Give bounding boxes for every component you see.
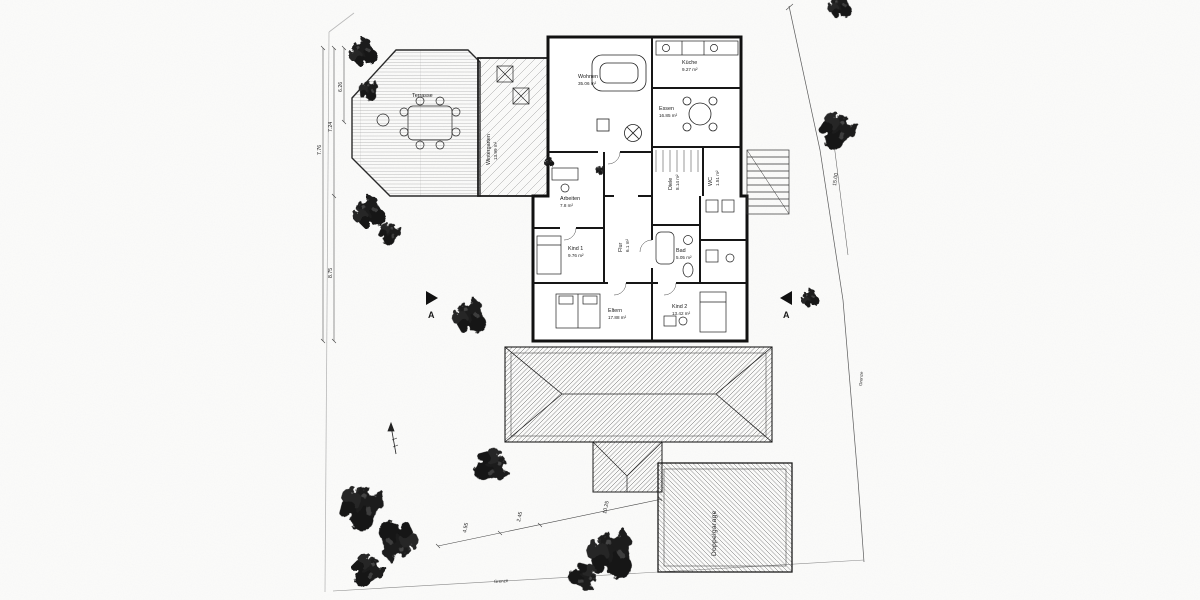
dim-bottom-2: 2.45 xyxy=(516,511,524,522)
room-label-flur: Flur xyxy=(618,243,624,252)
room-area-flur: 6.1 m² xyxy=(625,239,630,252)
paper-edge xyxy=(324,12,355,593)
hall-stair xyxy=(655,150,699,172)
section-label-left: A xyxy=(428,310,435,320)
dim-left-upper: 7.24 xyxy=(328,122,334,132)
winter-garden: Wintergarten 13.99 m² xyxy=(477,57,549,197)
dimension-chains-left xyxy=(320,45,347,344)
room-label-wintergarten: Wintergarten xyxy=(486,134,492,165)
house-floor-plan xyxy=(531,35,749,343)
room-label-kind1: Kind 1 xyxy=(568,246,583,252)
parents-furniture xyxy=(555,293,601,329)
door-arcs xyxy=(563,151,677,296)
dim-bottom-3: 10.25 xyxy=(602,500,611,514)
room-label-essen: Essen xyxy=(659,106,674,112)
room-area-diele: 8.14 m² xyxy=(675,174,680,190)
garage: Doppelgarage xyxy=(657,462,793,573)
section-marker-left: A xyxy=(426,291,438,320)
room-area-arbeiten: 7.8 m² xyxy=(560,203,573,208)
study-furniture xyxy=(551,167,579,193)
dim-bottom-1: 4.55 xyxy=(462,522,470,533)
grenze-label-bottom: Grenze xyxy=(494,578,509,584)
room-label-eltern: Eltern xyxy=(608,308,622,314)
room-area-eltern: 17.88 m² xyxy=(608,315,627,320)
utility-fixtures xyxy=(705,199,735,263)
room-area-wc: 1.51 m² xyxy=(715,170,720,186)
dim-left-outer: 7.76 xyxy=(317,145,323,155)
garage-label: Doppelgarage xyxy=(711,510,718,556)
interior-walls xyxy=(533,37,747,341)
room-area-essen: 16.85 m² xyxy=(659,113,678,118)
external-stair xyxy=(746,149,790,215)
dining-table xyxy=(682,96,718,132)
terrace-table xyxy=(376,96,461,150)
living-furniture xyxy=(591,54,647,142)
room-area-wintergarten: 13.99 m² xyxy=(493,141,498,160)
room-area-bad: 5.05 m² xyxy=(676,255,692,260)
room-labels: Wohnen 35.06 m² Küche 9.27 m² Essen 16.8… xyxy=(560,60,720,320)
room-area-wohnen: 35.06 m² xyxy=(578,81,597,86)
room-label-terrasse: Terrasse xyxy=(412,93,433,99)
section-label-right: A xyxy=(783,310,790,320)
room-area-kind1: 9.76 m² xyxy=(568,253,584,258)
kind2-furniture xyxy=(663,291,727,333)
section-marker-right: A xyxy=(780,291,792,320)
dim-left-lower: 8.75 xyxy=(328,268,334,278)
roof-plan xyxy=(504,346,773,443)
room-label-diele: Diele xyxy=(668,178,674,190)
room-label-wc: WC xyxy=(708,177,714,186)
kind1-furniture xyxy=(536,235,562,275)
exterior-walls xyxy=(531,35,749,343)
north-arrow-icon xyxy=(387,421,399,455)
room-label-wohnen: Wohnen xyxy=(578,74,598,80)
dimension-chain-bottom xyxy=(435,496,663,549)
room-area-kind2: 13.42 m² xyxy=(672,311,691,316)
dim-left-inner: 6.26 xyxy=(338,82,344,92)
room-area-kueche: 9.27 m² xyxy=(682,67,698,72)
grenze-label-right: Grenze xyxy=(858,371,864,386)
bath-fixtures xyxy=(655,231,694,278)
room-label-kueche: Küche xyxy=(682,60,697,66)
room-label-bad: Bad xyxy=(676,248,686,254)
room-label-arbeiten: Arbeiten xyxy=(560,196,580,202)
dim-right: 15.00 xyxy=(832,172,840,186)
porch-roof xyxy=(592,441,663,493)
kitchen-counter xyxy=(655,40,739,56)
room-label-kind2: Kind 2 xyxy=(672,304,687,310)
